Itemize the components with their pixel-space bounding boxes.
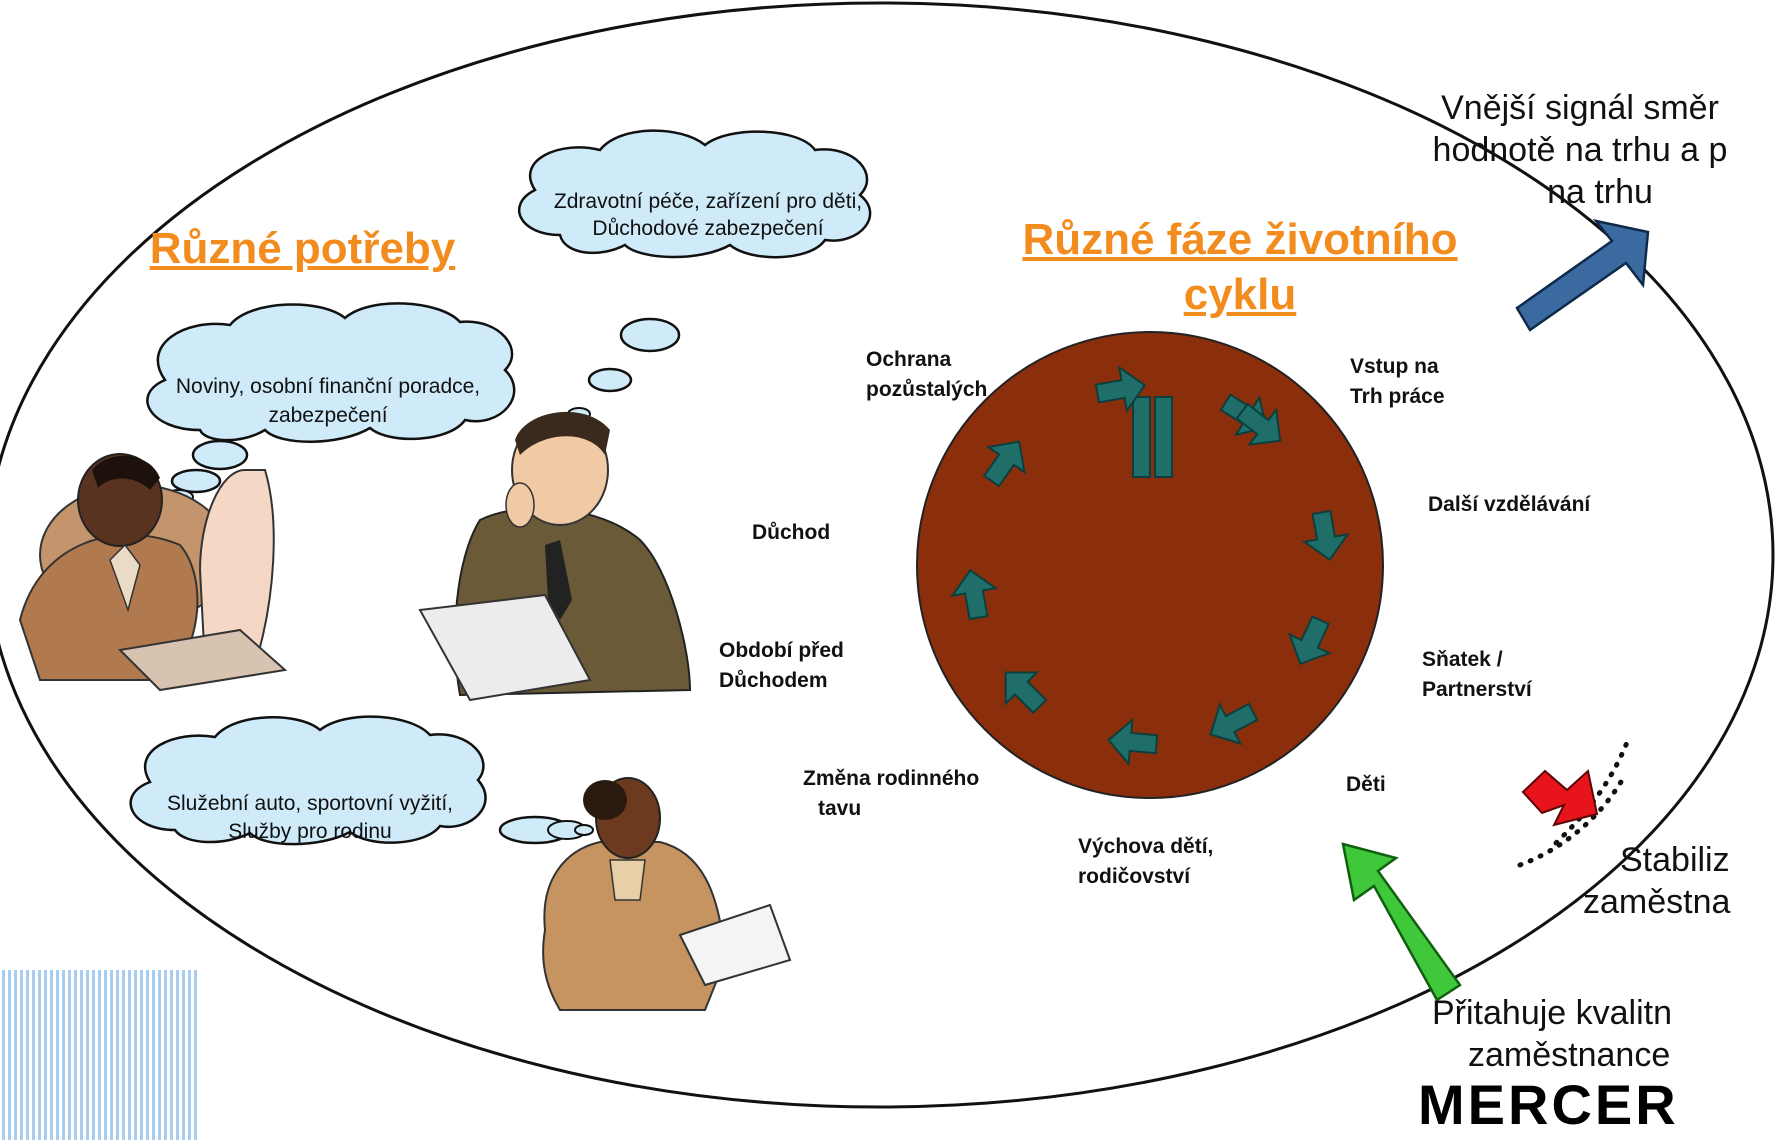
person-phone-illustration bbox=[418, 411, 692, 702]
phase-education: Další vzdělávání bbox=[1428, 493, 1591, 516]
dotted-tangent-line bbox=[1517, 737, 1631, 868]
clock-arrow-icon bbox=[950, 568, 999, 621]
phase-family-change-line2: tavu bbox=[818, 797, 862, 820]
bubble-car-line1: Služební auto, sportovní vyžití, bbox=[167, 792, 453, 815]
phase-survivors-line2: pozůstalých bbox=[866, 378, 988, 401]
heading-needs: Různé potřeby bbox=[149, 224, 456, 273]
person-computer-illustration bbox=[18, 453, 288, 692]
stripe-decoration bbox=[0, 968, 197, 1140]
phase-family-change-line1: Změna rodinného bbox=[803, 767, 980, 790]
clock-arrow-icon bbox=[1301, 509, 1350, 562]
heading-lifecycle-line2: cyklu bbox=[1183, 270, 1297, 319]
attract-line2: zaměstnance bbox=[1468, 1036, 1671, 1074]
arrow-attract-icon bbox=[1341, 842, 1462, 1002]
bubble-newspapers-line1: Noviny, osobní finanční poradce, bbox=[175, 375, 481, 398]
clock-arrow-icon bbox=[1235, 402, 1282, 446]
heading-lifecycle-line1: Různé fáze životního bbox=[1022, 215, 1458, 264]
attract-line1: Přitahuje kvalitn bbox=[1432, 994, 1673, 1032]
clock-arrow-icon bbox=[1094, 365, 1147, 414]
phase-parenting-line2: rodičovství bbox=[1078, 865, 1191, 888]
clock-hands-icon bbox=[1132, 396, 1173, 478]
arrow-signal-icon bbox=[1515, 219, 1650, 332]
outer-ellipse bbox=[0, 1, 1775, 1109]
clock-arrow-icon bbox=[1107, 717, 1159, 767]
person-woman-illustration bbox=[542, 777, 792, 1011]
phase-pre-retirement-line1: Období před bbox=[719, 639, 844, 662]
bubble-car bbox=[129, 715, 594, 846]
bubble-healthcare-line1: Zdravotní péče, zařízení pro děti, bbox=[553, 190, 863, 213]
lifecycle-clock bbox=[916, 331, 1384, 799]
phase-marriage-line1: Sňatek / bbox=[1422, 648, 1503, 671]
mercer-logo: MERCER bbox=[1418, 1073, 1679, 1136]
clock-arrow-icon bbox=[982, 440, 1026, 488]
phase-survivors-line1: Ochrana bbox=[866, 348, 952, 371]
phase-marriage-line2: Partnerství bbox=[1422, 678, 1532, 701]
clock-arrow-icon bbox=[1287, 615, 1333, 666]
phase-parenting-line1: Výchova dětí, bbox=[1078, 835, 1214, 858]
clock-arrow-icon bbox=[1004, 671, 1048, 715]
stabilize-line1: Stabiliz bbox=[1620, 841, 1730, 879]
bubble-newspapers-line2: zabezpečení bbox=[268, 404, 388, 427]
phase-retirement: Důchod bbox=[752, 521, 831, 544]
signal-line3: na trhu bbox=[1547, 173, 1653, 211]
phase-children: Děti bbox=[1346, 773, 1386, 796]
bubble-newspapers bbox=[146, 302, 516, 505]
bubble-healthcare-line2: Důchodové zabezpečení bbox=[592, 217, 824, 240]
signal-line1: Vnější signál směr bbox=[1441, 89, 1719, 127]
bubble-healthcare bbox=[517, 129, 872, 421]
phase-labor-line1: Vstup na bbox=[1350, 355, 1439, 378]
phase-labor-line2: Trh práce bbox=[1350, 385, 1445, 408]
phase-pre-retirement-line2: Důchodem bbox=[719, 669, 828, 692]
signal-line2: hodnotě na trhu a p bbox=[1432, 131, 1728, 169]
clock-arrow-icon bbox=[1209, 702, 1259, 746]
stabilize-line2: zaměstna bbox=[1583, 883, 1731, 921]
bubble-car-line2: Služby pro rodinu bbox=[228, 820, 392, 843]
arrow-stabilize-icon bbox=[1521, 769, 1599, 827]
